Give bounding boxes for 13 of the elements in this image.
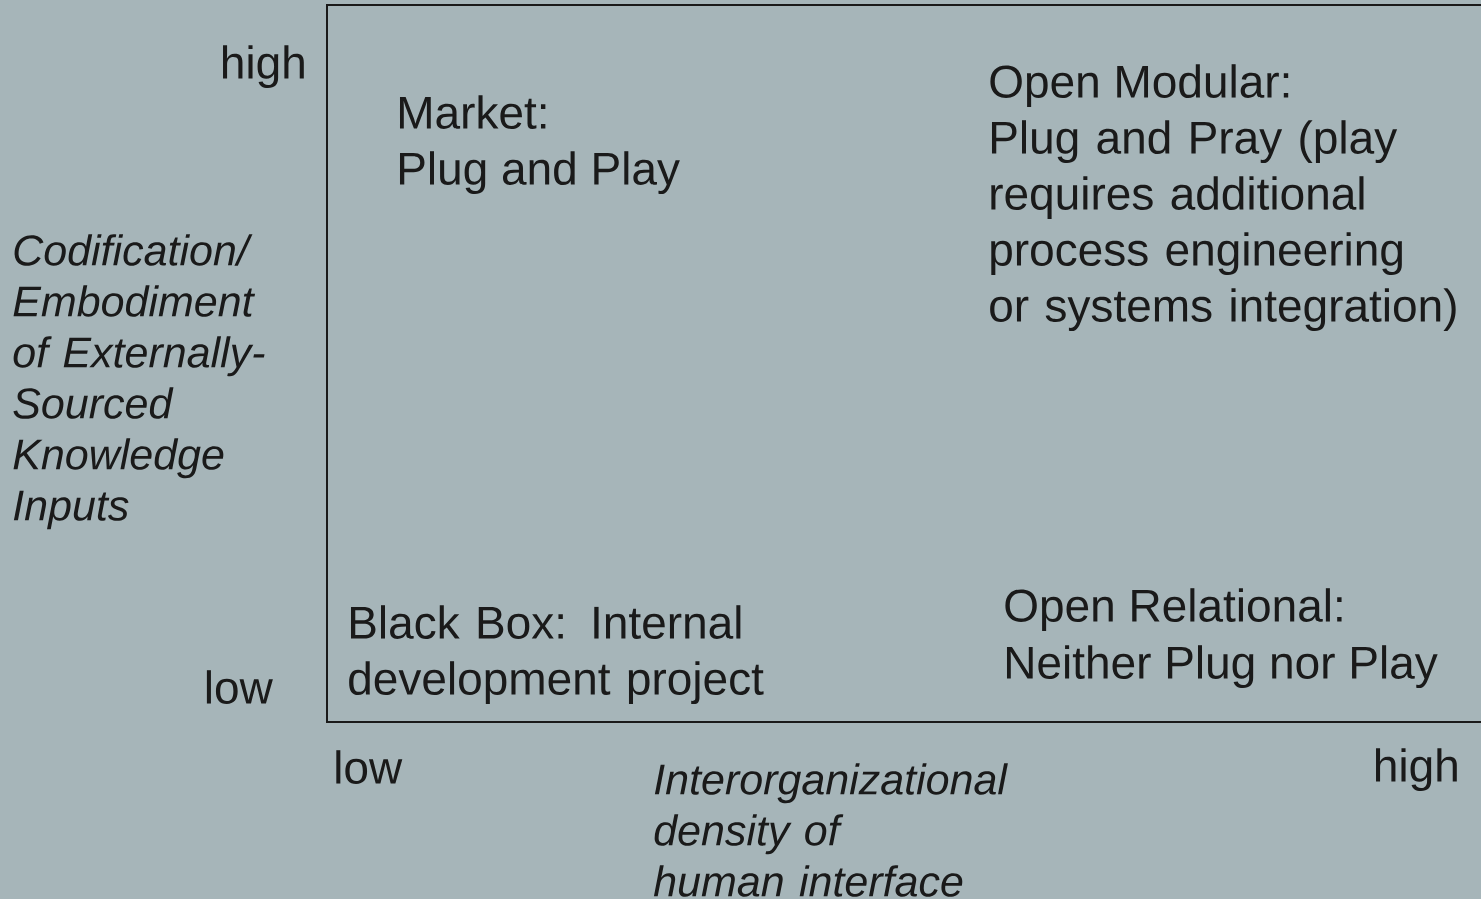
quadrant-text: Plug and Play (400, 151, 680, 195)
axis-title: Codification/ Embodiment of Externally-Sourced Knowledge Inputs (13, 234, 265, 530)
quadrant-heading: Open Relational: (1005, 588, 1342, 632)
axis-tick-label: high (1376, 748, 1457, 792)
axis-tick-label: low (336, 750, 403, 784)
axis-tick-label: low (206, 670, 273, 704)
quadrant-text: Neither Plug nor Play (1007, 645, 1438, 689)
quadrant-text: Black Box: Internal development project (349, 605, 764, 705)
axis-tick-label: high (223, 45, 304, 89)
quadrant-heading: Open Modular: (990, 64, 1289, 108)
quadrant-heading: Market: (400, 95, 546, 129)
quadrant-text: Plug and Pray (play requires additional process engineering or systems integration) (990, 120, 1456, 332)
axis-title: Interorganizational density of human interface (653, 763, 1008, 897)
